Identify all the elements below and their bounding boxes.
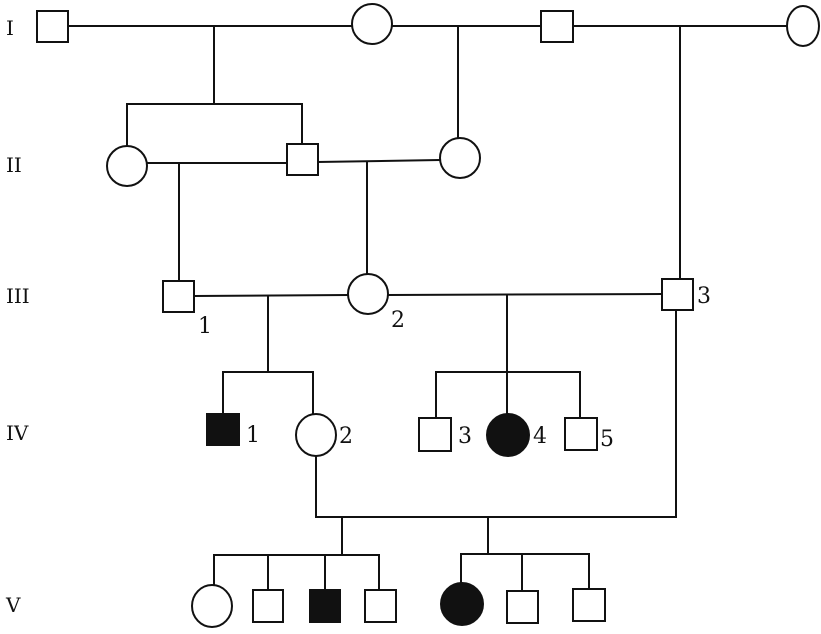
male-unaffected	[364, 589, 397, 623]
sibship-line	[126, 103, 303, 146]
individual-label: 2	[339, 424, 353, 449]
male-unaffected-III-3	[661, 278, 694, 311]
generation-label-II: II	[6, 153, 22, 177]
female-unaffected	[786, 5, 820, 47]
individual-label: 3	[458, 424, 472, 449]
marriage-line	[387, 293, 663, 296]
individual-label: 3	[697, 284, 711, 309]
sibship-line	[222, 371, 314, 414]
female-unaffected	[106, 145, 148, 187]
male-unaffected-IV-5	[564, 417, 598, 451]
male-unaffected	[36, 10, 69, 43]
individual-label: 1	[246, 423, 260, 448]
sibship-line	[460, 553, 590, 590]
male-unaffected-IV-3	[418, 417, 452, 452]
sibship-line	[435, 371, 581, 418]
female-unaffected-III-2	[347, 273, 389, 315]
sibship-line	[213, 554, 380, 590]
male-affected-IV-1	[206, 413, 240, 446]
female-unaffected	[191, 584, 233, 628]
male-unaffected	[252, 589, 284, 623]
individual-label: 1	[198, 314, 212, 339]
connector-lines	[68, 25, 788, 591]
generation-label-V: V	[5, 593, 21, 617]
generation-label-IV: IV	[6, 421, 29, 445]
male-unaffected	[506, 590, 539, 624]
male-unaffected	[540, 10, 574, 43]
marriage-line	[315, 310, 677, 518]
female-unaffected-IV-2	[295, 413, 337, 457]
marriage-line	[316, 159, 441, 163]
male-affected	[309, 589, 341, 623]
generation-label-I: I	[6, 16, 14, 40]
female-unaffected	[439, 137, 481, 179]
individual-label: 4	[533, 424, 547, 449]
male-unaffected	[572, 588, 606, 622]
male-unaffected-III-1	[162, 280, 195, 313]
female-unaffected	[351, 3, 393, 45]
female-affected	[440, 582, 484, 626]
individual-label: 2	[391, 308, 405, 333]
marriage-line	[193, 294, 350, 297]
male-unaffected	[286, 143, 319, 176]
individual-label: 5	[600, 427, 614, 452]
generation-label-III: III	[6, 284, 30, 308]
female-affected-IV-4	[486, 413, 530, 457]
